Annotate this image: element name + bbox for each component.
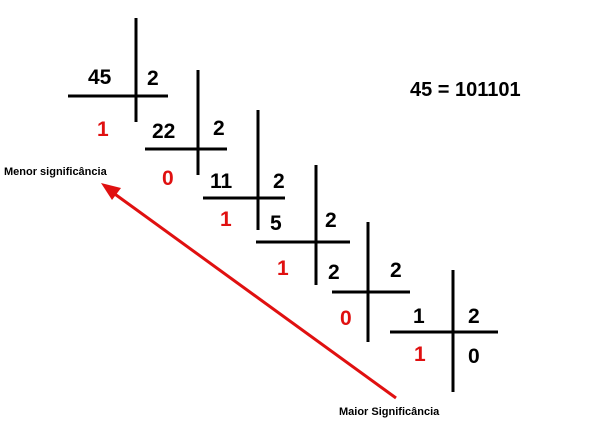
most-significance-label: Maior Significância [339,406,440,418]
divisor-step-4: 2 [325,209,337,232]
remainder-step-5: 0 [340,307,352,330]
divisor-step-6: 2 [468,305,480,328]
divisor-step-1: 2 [147,67,159,90]
divisor-step-5: 2 [390,259,402,282]
dividend-step-2: 22 [152,120,176,143]
dividend-step-6: 1 [413,305,425,328]
dividend-step-5: 2 [328,261,340,284]
remainder-step-4: 1 [277,257,289,280]
final-quotient: 0 [468,345,480,368]
result-equation: 45 = 101101 [410,79,521,101]
remainder-step-3: 1 [220,208,232,231]
remainder-step-1: 1 [97,118,109,141]
remainder-step-2: 0 [162,167,174,190]
least-significance-label: Menor significância [4,166,107,178]
divisor-step-2: 2 [213,117,225,140]
dividend-step-3: 11 [210,170,233,193]
dividend-step-1: 45 [88,66,112,89]
divisor-step-3: 2 [273,170,285,193]
dividend-step-4: 5 [270,212,282,235]
remainder-step-6: 1 [414,343,426,366]
